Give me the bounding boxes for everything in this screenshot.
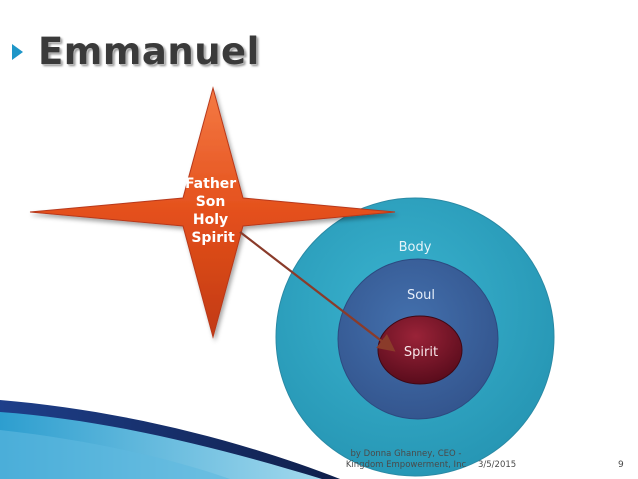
star-line-son: Son [196, 194, 226, 210]
footer-author: by Donna Ghanney, CEO - Kingdom Empowerm… [341, 449, 471, 471]
trinity-star [29, 86, 396, 339]
body-label: Body [399, 240, 432, 255]
slide-title: Emmanuel [38, 30, 260, 73]
star-line-father: Father [185, 176, 236, 192]
triangle-bullet-icon [12, 44, 23, 60]
star-text: Father Son Holy Spirit [185, 176, 241, 246]
soul-label: Soul [407, 288, 435, 303]
page-number: 9 [618, 460, 624, 470]
footer-author-line1: by Donna Ghanney, CEO - [350, 449, 462, 459]
star-line-spirit: Spirit [191, 230, 235, 246]
connector-arrow [239, 231, 396, 352]
star-line-holy: Holy [193, 212, 228, 228]
footer-author-line2: Kingdom Empowerment, Inc [345, 460, 467, 470]
spirit-label: Spirit [404, 345, 438, 360]
corner-swoosh [0, 400, 340, 479]
footer-date: 3/5/2015 [478, 460, 517, 470]
